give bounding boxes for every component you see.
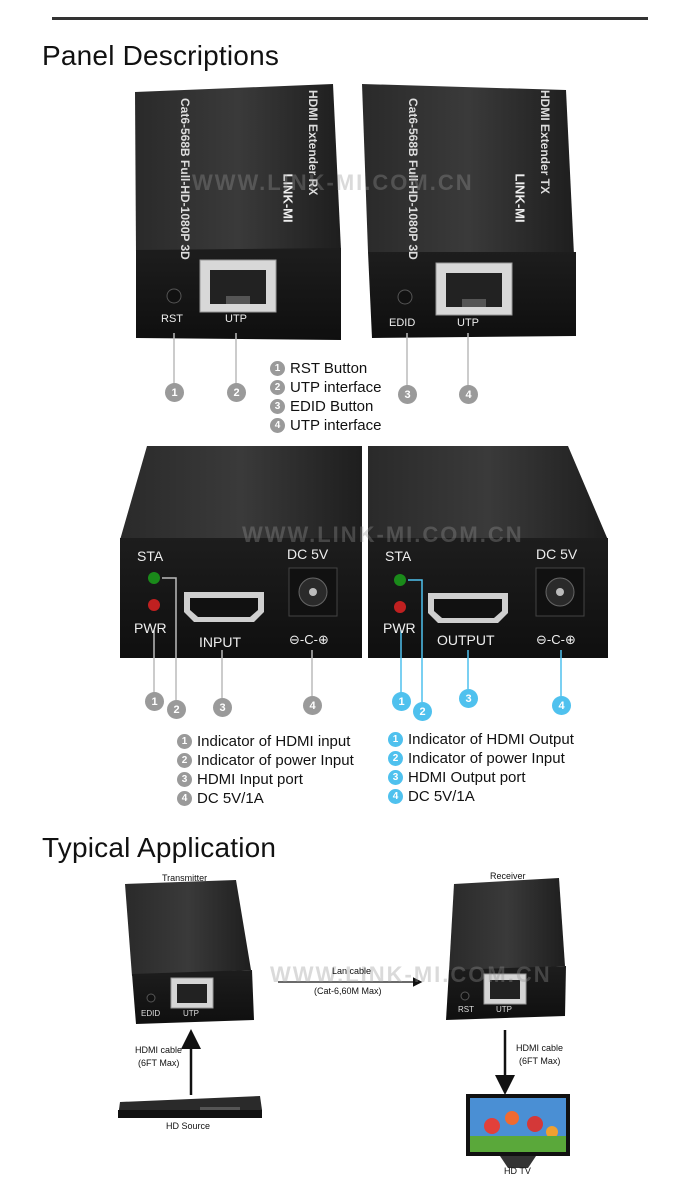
legend-item: DC 5V/1A xyxy=(408,788,475,805)
legend-item: HDMI Output port xyxy=(408,769,526,786)
watermark-top: WWW.LINK-MI.COM.CN xyxy=(192,170,474,195)
top-divider xyxy=(52,17,648,20)
legend-badge: 4 xyxy=(388,789,403,804)
watermark-bottom: WWW.LINK-MI.COM.CN xyxy=(270,962,552,987)
legend-badge: 1 xyxy=(270,361,285,376)
rx-hdmi-cable-spec: (6FT Max) xyxy=(519,1056,561,1066)
tx-polarity-icon: ⊖-C-⊕ xyxy=(289,632,329,647)
legend-item: Indicator of HDMI input xyxy=(197,733,351,750)
tx-pwr-label: PWR xyxy=(134,620,167,636)
legend-item: DC 5V/1A xyxy=(197,790,264,807)
rx-output-label: OUTPUT xyxy=(437,632,495,648)
app-tx-utp-label: UTP xyxy=(183,1009,199,1018)
legend-tx: 1 Indicator of HDMI input 2 Indicator of p… xyxy=(177,732,354,808)
callout-2-rx: 2 xyxy=(413,702,432,721)
rx-polarity-icon: ⊖-C-⊕ xyxy=(536,632,576,647)
application-diagram xyxy=(118,878,570,1168)
rx-hdmi-cable-label: HDMI cable xyxy=(516,1043,564,1053)
legend-badge: 3 xyxy=(177,772,192,787)
legend-badge: 2 xyxy=(177,753,192,768)
app-rx-utp-label: UTP xyxy=(496,1005,512,1014)
callout-3-top: 3 xyxy=(398,385,417,404)
top-devices-illustration xyxy=(135,84,576,386)
legend-badge: 4 xyxy=(270,418,285,433)
callout-2-top: 2 xyxy=(227,383,246,402)
legend-item: RST Button xyxy=(290,360,368,377)
tx-hdmi-cable-label: HDMI cable xyxy=(135,1045,183,1055)
lan-cable-spec: (Cat-6,60M Max) xyxy=(314,986,382,996)
legend-item: Indicator of power Input xyxy=(408,750,565,767)
section-title-panel: Panel Descriptions xyxy=(42,40,280,71)
legend-item: UTP interface xyxy=(290,379,382,396)
callout-1-top: 1 xyxy=(165,383,184,402)
bottom-devices-illustration xyxy=(120,446,608,702)
watermark-middle: WWW.LINK-MI.COM.CN xyxy=(242,522,524,547)
app-rx-rst-label: RST xyxy=(458,1005,474,1014)
rx-utp-label: UTP xyxy=(225,313,247,325)
legend-item: UTP interface xyxy=(290,417,382,434)
legend-badge: 3 xyxy=(270,399,285,414)
callout-4-rx: 4 xyxy=(552,696,571,715)
legend-badge: 1 xyxy=(177,734,192,749)
hd-tv-label: HD TV xyxy=(504,1166,531,1176)
rx-model-label: Cat6-568B Full-HD-1080P 3D xyxy=(178,98,192,260)
rx-dc-label: DC 5V xyxy=(536,546,578,562)
legend-badge: 2 xyxy=(270,380,285,395)
tx-device-top xyxy=(362,84,576,338)
tx-sta-label: STA xyxy=(137,548,164,564)
hd-tv xyxy=(466,1094,570,1168)
tx-name-label: HDMI Extender TX xyxy=(538,90,552,195)
app-tx-edid-label: EDID xyxy=(141,1009,161,1018)
callout-1-tx: 1 xyxy=(145,692,164,711)
callout-3-tx: 3 xyxy=(213,698,232,717)
tx-brand-logo: LINK-MI xyxy=(512,173,528,223)
legend-badge: 1 xyxy=(388,732,403,747)
legend-badge: 3 xyxy=(388,770,403,785)
tx-device-front xyxy=(120,446,362,658)
callout-4-top: 4 xyxy=(459,385,478,404)
callout-2-tx: 2 xyxy=(167,700,186,719)
receiver-label: Receiver xyxy=(490,871,526,881)
transmitter-label: Transmitter xyxy=(162,873,208,883)
edid-label: EDID xyxy=(389,317,416,329)
hd-source-device xyxy=(118,1096,262,1118)
legend-badge: 4 xyxy=(177,791,192,806)
callout-3-rx: 3 xyxy=(459,689,478,708)
legend-item: EDID Button xyxy=(290,398,374,415)
transmitter-device xyxy=(125,880,254,1024)
tx-utp-label: UTP xyxy=(457,317,479,329)
legend-item: Indicator of HDMI Output xyxy=(408,731,574,748)
tx-hdmi-cable-spec: (6FT Max) xyxy=(138,1058,180,1068)
rx-sta-label: STA xyxy=(385,548,412,564)
receiver-device xyxy=(446,878,566,1020)
hd-source-label: HD Source xyxy=(166,1121,211,1131)
callout-1-rx: 1 xyxy=(392,692,411,711)
rx-name-label: HDMI Extender RX xyxy=(306,90,320,196)
tx-input-label: INPUT xyxy=(199,634,241,650)
callout-4-tx: 4 xyxy=(303,696,322,715)
rx-device-top xyxy=(135,84,341,340)
lan-cable-label: Lan cable xyxy=(332,966,372,976)
rx-device-front xyxy=(368,446,608,658)
legend-item: HDMI Input port xyxy=(197,771,303,788)
rx-pwr-label: PWR xyxy=(383,620,416,636)
section-title-typical: Typical Application xyxy=(42,832,277,863)
legend-rx: 1 Indicator of HDMI Output 2 Indicator of … xyxy=(388,730,574,806)
legend-badge: 2 xyxy=(388,751,403,766)
legend-item: Indicator of power Input xyxy=(197,752,354,769)
tx-dc-label: DC 5V xyxy=(287,546,329,562)
rst-label: RST xyxy=(161,313,183,325)
